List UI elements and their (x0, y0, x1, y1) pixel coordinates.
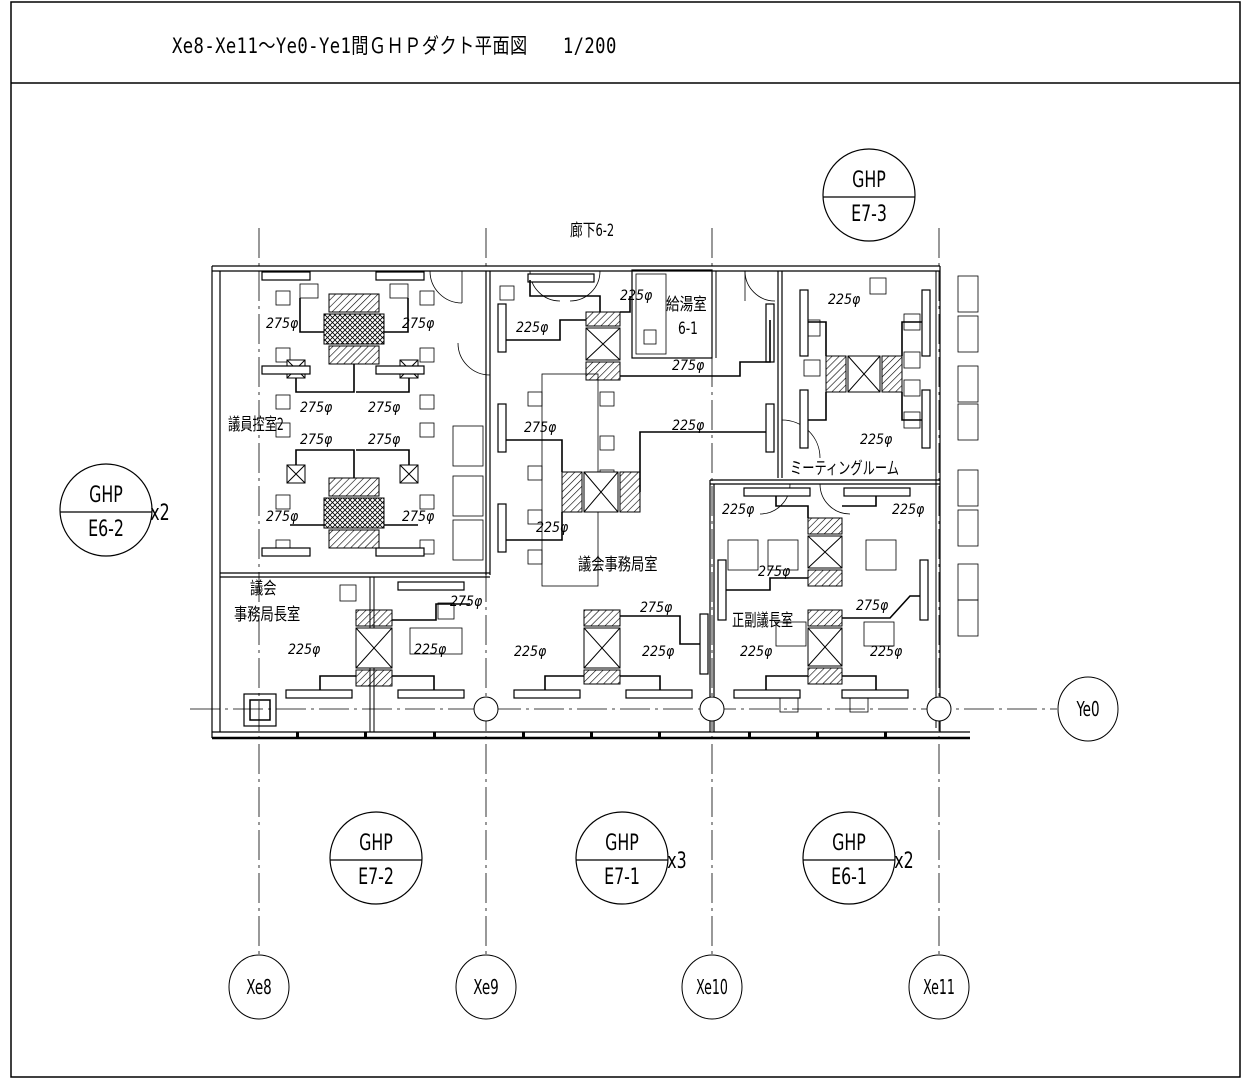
duct-size-label: 225φ (892, 502, 925, 518)
duct-size-label: 275φ (402, 509, 435, 525)
duct-size-label: 225φ (672, 418, 705, 434)
drawing-title: Xe8-Xe11～Ye0-Ye1間ＧＨＰダクト平面図 1/200 (172, 34, 617, 58)
room-label-kitchenette: 給湯室 (666, 295, 707, 315)
duct-size-label: 225φ (536, 520, 569, 536)
duct-size-label: 225φ (722, 502, 755, 518)
grid-bubble-xe11 (908, 954, 970, 1020)
duct-size-label: 225φ (740, 644, 773, 660)
grid-bubble-xe10 (681, 954, 743, 1020)
ghp-mult-label: x3 (667, 848, 686, 873)
duct-size-label: 275φ (672, 358, 705, 374)
ghp-bubble-e7-1 (575, 811, 669, 905)
duct-size-label: 275φ (300, 400, 333, 416)
duct-size-label: 225φ (414, 642, 447, 658)
duct-size-label: 275φ (856, 598, 889, 614)
duct-size-label: 225φ (620, 288, 653, 304)
duct-size-label: 225φ (860, 432, 893, 448)
ghp-bottom-label: E7-2 (358, 864, 394, 889)
duct-size-label: 225φ (870, 644, 903, 660)
room-label-chair: 正副議長室 (732, 610, 793, 631)
grid-label-xe10: Xe10 (696, 977, 728, 1000)
grid-bubble-ye0 (1057, 676, 1119, 742)
room-label-director-2: 事務局長室 (234, 604, 300, 624)
ghp-top-label: GHP (605, 830, 639, 855)
ghp-labels: GHP E6-2 x2 GHP E7-3 GHP E7-2 GHP E7-1 x… (88, 167, 914, 889)
room-labels: 廊下6-2 給湯室 6-1 議員控室2 ミーティングルーム 議会事務局室 議会 … (228, 220, 899, 630)
duct-size-label: 225φ (828, 292, 861, 308)
ducts (290, 280, 922, 690)
exterior-boxes (957, 275, 979, 637)
room-label-corridor: 廊下6-2 (570, 220, 614, 240)
column (243, 693, 277, 727)
duct-size-label: 275φ (640, 600, 673, 616)
ghp-top-label: GHP (832, 830, 866, 855)
ghp-mult-label: x2 (150, 500, 169, 525)
ghp-bubbles (59, 148, 916, 905)
grid-bubble-xe8 (228, 954, 290, 1020)
grid-label-ye0: Ye0 (1076, 699, 1100, 722)
duct-size-label: 275φ (524, 420, 557, 436)
duct-size-label: 225φ (642, 644, 675, 660)
duct-size-label: 275φ (266, 316, 299, 332)
ghp-mult-label: x2 (894, 848, 913, 873)
grilles (261, 271, 931, 699)
grid-bubble-xe9 (455, 954, 517, 1020)
ghp-bubble-e6-2 (59, 463, 153, 557)
air-units (286, 293, 903, 687)
grid-labels: Xe8 Xe9 Xe10 Xe11 Ye0 (246, 699, 1099, 1000)
room-label-secretariat: 議会事務局室 (578, 554, 658, 574)
duct-size-label: 275φ (402, 316, 435, 332)
ghp-bottom-label: E6-1 (831, 864, 867, 889)
grid-label-xe11: Xe11 (923, 977, 955, 1000)
room-label-meeting: ミーティングルーム (790, 459, 899, 479)
ghp-bubble-e7-2 (329, 811, 423, 905)
room-label-members: 議員控室2 (228, 414, 284, 435)
duct-size-labels: 275φ 275φ 275φ 275φ 275φ 275φ 275φ 275φ … (266, 288, 925, 660)
furniture (275, 277, 921, 713)
ghp-top-label: GHP (89, 482, 123, 507)
ghp-bubble-e7-3 (822, 148, 916, 242)
ghp-bottom-label: E6-2 (88, 516, 124, 541)
duct-size-label: 275φ (450, 594, 483, 610)
ghp-bubble-e6-1 (802, 811, 896, 905)
doors (429, 270, 851, 515)
ghp-top-label: GHP (359, 830, 393, 855)
duct-size-label: 275φ (368, 400, 401, 416)
duct-size-label: 275φ (266, 509, 299, 525)
grid-label-xe8: Xe8 (246, 977, 271, 1000)
duct-size-label: 275φ (758, 564, 791, 580)
ghp-top-label: GHP (852, 167, 886, 192)
sheet-border (10, 1, 1241, 1078)
duct-size-label: 275φ (368, 432, 401, 448)
grid-label-xe9: Xe9 (473, 977, 498, 1000)
room-label-kitchenette-no: 6-1 (678, 319, 698, 339)
wall-studs (296, 732, 887, 738)
ghp-bottom-label: E7-1 (604, 864, 640, 889)
duct-size-label: 275φ (300, 432, 333, 448)
ghp-bottom-label: E7-3 (851, 201, 887, 226)
room-label-director-1: 議会 (250, 578, 277, 598)
duct-size-label: 225φ (288, 642, 321, 658)
grid-bubbles (228, 676, 1119, 1020)
duct-size-label: 225φ (516, 320, 549, 336)
duct-size-label: 225φ (514, 644, 547, 660)
